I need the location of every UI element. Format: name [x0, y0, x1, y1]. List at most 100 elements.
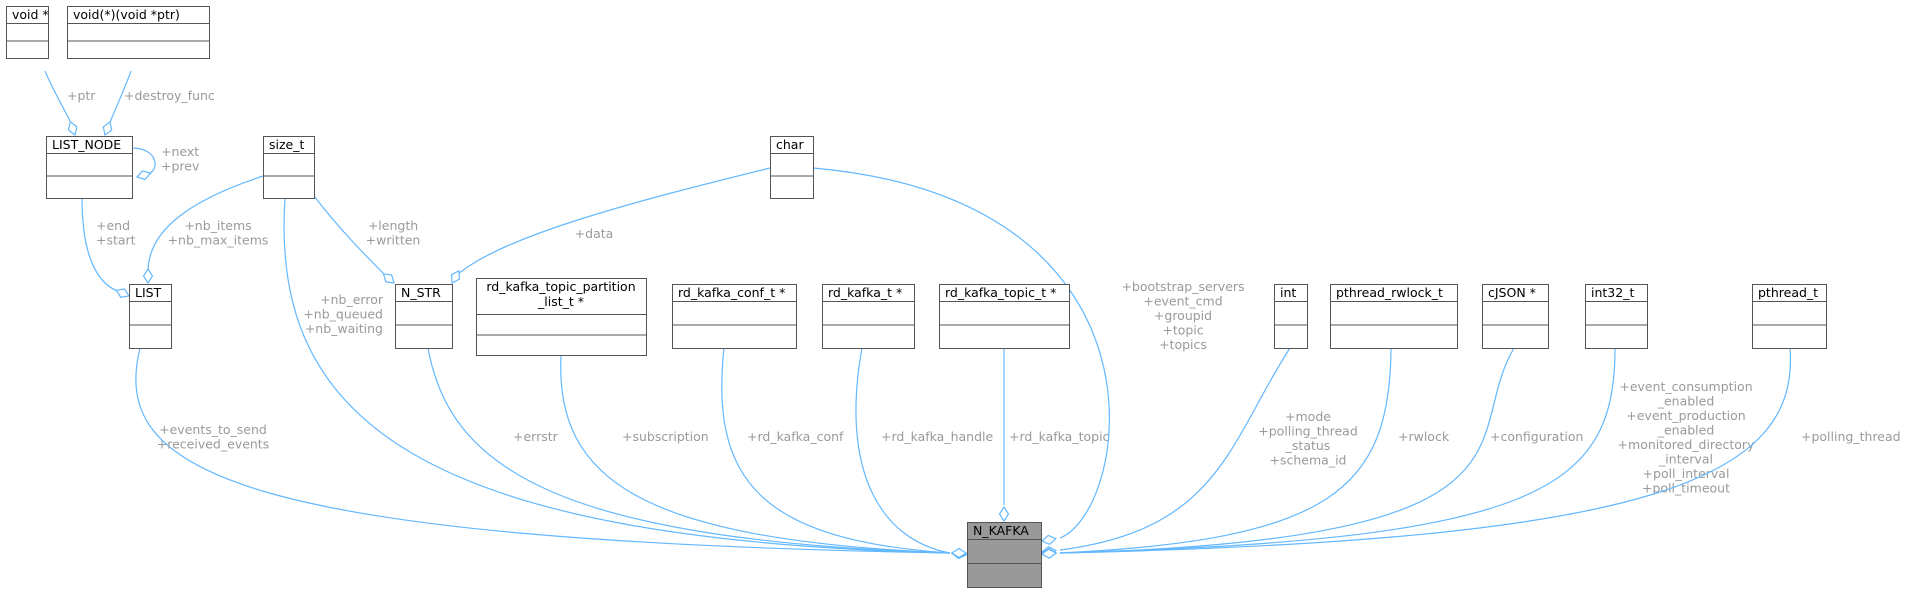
edge-line — [1059, 347, 1515, 554]
class-name-line: int — [1280, 285, 1296, 300]
class-name: N_KAFKA — [973, 523, 1029, 538]
class-name: LIST — [135, 285, 162, 300]
edge-nb-items-aggregation-diamond — [142, 267, 154, 285]
edge-line — [283, 197, 951, 554]
edge-label-line: +destroy_func — [124, 88, 215, 103]
edge-rd-kafka-topic: +rd_kafka_topic — [998, 348, 1110, 523]
class-node-rd-kafka-t[interactable]: rd_kafka_t * — [822, 284, 915, 349]
class-name: cJSON * — [1488, 285, 1536, 300]
edge-line — [44, 70, 71, 122]
class-node-rd-kafka-conf-t[interactable]: rd_kafka_conf_t * — [672, 284, 797, 349]
class-name: int32_t — [1591, 285, 1634, 300]
class-name: rd_kafka_t * — [828, 285, 902, 300]
edge-label: +errstr — [513, 429, 559, 444]
edge-events: +events_to_send+received_events — [135, 347, 968, 559]
edge-line — [560, 354, 951, 554]
class-box — [67, 6, 210, 59]
class-node-list-node[interactable]: LIST_NODE — [46, 136, 133, 199]
edge-label-line: +event_production — [1626, 408, 1745, 423]
class-name: rd_kafka_conf_t * — [678, 285, 785, 300]
edge-line — [131, 147, 156, 175]
class-box — [129, 284, 172, 349]
class-box — [1752, 284, 1827, 349]
edge-rd-kafka-handle: +rd_kafka_handle — [855, 347, 993, 559]
edge-label-line: +poll_interval — [1643, 466, 1730, 481]
edge-end-start: +end+start — [81, 197, 136, 298]
edge-length-written: +length+written — [313, 195, 421, 284]
class-name-line: rd_kafka_t * — [828, 285, 902, 300]
edge-rd-kafka-conf: +rd_kafka_conf — [721, 347, 968, 559]
class-box — [46, 136, 133, 199]
edge-label: +ptr — [67, 88, 96, 103]
class-node-pthread-t[interactable]: pthread_t — [1752, 284, 1827, 349]
edge-label-line: +rd_kafka_topic — [1009, 429, 1110, 444]
class-node-cjson[interactable]: cJSON * — [1482, 284, 1549, 349]
class-node-void-ptr[interactable]: void * — [6, 6, 49, 59]
edge-label-line: +length — [368, 218, 418, 233]
edge-line — [721, 347, 951, 554]
class-box — [1274, 284, 1308, 349]
class-node-int32-t[interactable]: int32_t — [1585, 284, 1648, 349]
class-name: int — [1280, 285, 1296, 300]
edge-nb-error: +nb_error+nb_queued+nb_waiting — [283, 197, 968, 560]
class-box — [6, 6, 49, 59]
edge-label-line: +rd_kafka_conf — [747, 429, 844, 444]
edge-label: +polling_thread — [1801, 429, 1901, 444]
edge-label: +nb_error+nb_queued+nb_waiting — [303, 292, 384, 336]
edge-errstr: +errstr — [427, 347, 968, 559]
edge-destroy-func: +destroy_func — [102, 70, 215, 137]
edge-label-line: +nb_waiting — [305, 321, 383, 336]
class-node-rd-kafka-topic-t[interactable]: rd_kafka_topic_t * — [939, 284, 1070, 349]
class-name-line: int32_t — [1591, 285, 1634, 300]
edge-label-line: +bootstrap_servers — [1121, 279, 1244, 294]
class-node-list[interactable]: LIST — [129, 284, 172, 349]
class-node-n-str[interactable]: N_STR — [395, 284, 453, 349]
class-node-size-t[interactable]: size_t — [263, 136, 315, 199]
edge-label-line: +nb_items — [184, 218, 251, 233]
edge-line — [855, 347, 951, 554]
class-box — [672, 284, 797, 349]
edge-label: +rd_kafka_handle — [881, 429, 993, 444]
edge-label: +next+prev — [161, 144, 200, 174]
class-name-line: pthread_rwlock_t — [1336, 285, 1443, 300]
edge-label-line: +poll_timeout — [1642, 481, 1730, 496]
edge-label: +events_to_send+received_events — [157, 422, 269, 452]
class-node-char[interactable]: char — [770, 136, 814, 199]
class-node-n-kafka[interactable]: N_KAFKA — [967, 522, 1042, 588]
class-name-line: size_t — [269, 137, 304, 152]
edge-label-line: +topic — [1162, 323, 1203, 338]
class-name: pthread_rwlock_t — [1336, 285, 1443, 300]
edge-label-line: _enabled — [1657, 394, 1715, 409]
class-name-line: cJSON * — [1488, 285, 1536, 300]
edge-label-line: +nb_queued — [303, 307, 383, 322]
edge-bootstrap: +bootstrap_servers+event_cmd+groupid+top… — [812, 167, 1245, 546]
edge-label-line: +event_cmd — [1143, 294, 1222, 309]
class-box — [395, 284, 453, 349]
edge-label: +data — [575, 226, 614, 241]
edge-label: +rd_kafka_topic — [1009, 429, 1110, 444]
class-name-line: rd_kafka_topic_t * — [945, 285, 1056, 300]
edge-line — [109, 70, 132, 123]
edge-label-line: _interval — [1658, 452, 1713, 467]
class-node-pthread-rwlock-t[interactable]: pthread_rwlock_t — [1330, 284, 1458, 349]
edge-label-line: +topics — [1159, 337, 1207, 352]
edge-label-line: _status — [1285, 438, 1331, 453]
edge-label: +bootstrap_servers+event_cmd+groupid+top… — [1121, 279, 1244, 352]
class-node-destroy-func-type[interactable]: void(*)(void *ptr) — [67, 6, 210, 59]
edge-rd-kafka-handle-aggregation-diamond — [950, 547, 968, 559]
class-name: LIST_NODE — [52, 137, 121, 152]
class-node-rd-kafka-topic-partition-list-t[interactable]: rd_kafka_topic_partition_list_t * — [476, 278, 647, 356]
class-box — [822, 284, 915, 349]
edge-line — [455, 167, 771, 277]
edge-label-line: +monitored_directory — [1618, 437, 1756, 452]
edge-line — [135, 347, 951, 554]
edge-label: +length+written — [366, 218, 421, 248]
class-name-line: void * — [12, 7, 49, 22]
class-name-line: _list_t * — [537, 294, 584, 309]
class-node-int[interactable]: int — [1274, 284, 1308, 349]
edge-next-prev-aggregation-diamond — [135, 170, 152, 181]
edge-label: +destroy_func — [124, 88, 215, 103]
class-box — [1330, 284, 1458, 349]
edge-label-line: +ptr — [67, 88, 96, 103]
